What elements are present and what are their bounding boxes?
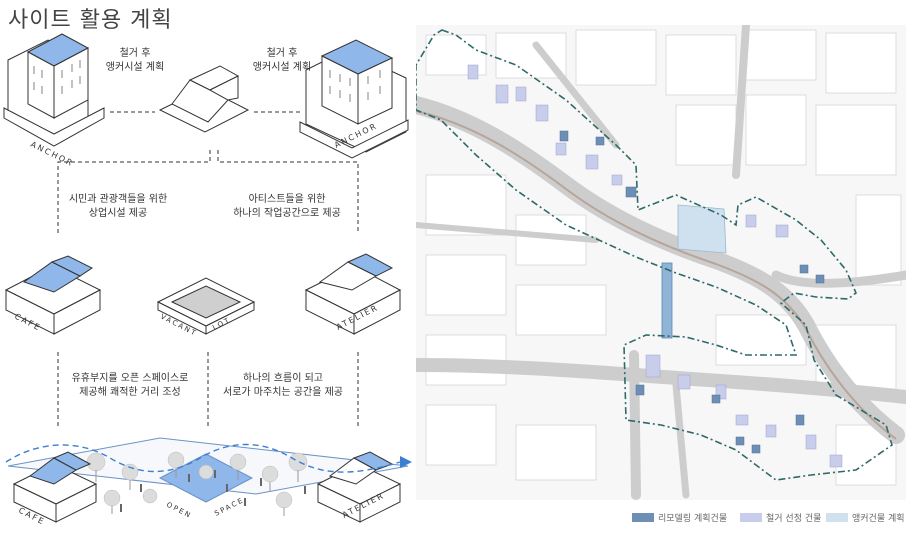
legend-remodel-label: 리모델링 계획건물 bbox=[658, 513, 728, 524]
site-map bbox=[416, 25, 906, 500]
demolish-note-right: 철거 후 앵커시설 계획 bbox=[247, 47, 317, 75]
anchor-plan-block bbox=[677, 204, 727, 254]
demolish-house bbox=[158, 65, 250, 133]
mid-note-left-line2: 상업시설 제공 bbox=[88, 208, 148, 219]
page-title: 사이트 활용 계획 bbox=[8, 8, 173, 33]
demolish-note-right-line1: 철거 후 bbox=[266, 48, 298, 59]
low-note-left-line2: 제공해 쾌적한 거리 조성 bbox=[79, 387, 181, 398]
site-use-diagram: ANCHOR ANCHOR bbox=[3, 33, 412, 527]
demolish-note-left-line2: 앵커시설 계획 bbox=[105, 62, 165, 73]
mid-note-left: 시민과 관광객들을 위한 상업시설 제공 bbox=[58, 193, 178, 221]
demolish-buildings bbox=[467, 64, 843, 468]
low-note-left-line1: 유휴부지를 오픈 스페이스로 bbox=[71, 373, 189, 384]
demolish-note-left: 철거 후 앵커시설 계획 bbox=[100, 47, 170, 75]
mid-note-right-line2: 하나의 작업공간으로 제공 bbox=[233, 208, 341, 219]
low-note-right-line2: 서로가 마주치는 공간을 제공 bbox=[223, 387, 343, 398]
rail-line bbox=[416, 110, 897, 440]
remodel-buildings bbox=[559, 130, 825, 454]
demolish-note-left-line1: 철거 후 bbox=[119, 48, 151, 59]
atelier-building bbox=[304, 253, 402, 335]
legend-anchor: 앵커건물 계획 bbox=[826, 509, 905, 525]
roads bbox=[416, 25, 906, 500]
cafe-building bbox=[4, 255, 102, 335]
legend-demolish-swatch bbox=[740, 512, 762, 522]
legend-anchor-swatch bbox=[826, 512, 848, 522]
vacant-lot bbox=[156, 277, 256, 335]
low-note-left: 유휴부지를 오픈 스페이스로 제공해 쾌적한 거리 조성 bbox=[62, 372, 198, 400]
mid-note-right-line1: 아티스트들을 위한 bbox=[248, 194, 326, 205]
site-boundary bbox=[416, 29, 893, 481]
anchor-building-right bbox=[299, 39, 409, 159]
connector-strip bbox=[661, 262, 673, 339]
mid-note-right: 아티스트들을 위한 하나의 작업공간으로 제공 bbox=[222, 193, 352, 221]
street-scene bbox=[5, 437, 412, 523]
legend-demolish-label: 철거 선정 건물 bbox=[766, 513, 822, 524]
demolish-note-right-line2: 앵커시설 계획 bbox=[252, 62, 312, 73]
legend-remodel-swatch bbox=[632, 512, 654, 522]
anchor-building-left bbox=[3, 33, 105, 147]
low-note-right: 하나의 흐름이 되고 서로가 마주치는 공간을 제공 bbox=[212, 372, 354, 400]
open-label: OPEN bbox=[165, 501, 193, 521]
low-note-right-line1: 하나의 흐름이 되고 bbox=[243, 373, 323, 384]
connector-lines bbox=[57, 111, 359, 428]
mid-note-left-line1: 시민과 관광객들을 위한 bbox=[68, 194, 168, 205]
legend-demolish: 철거 선정 건물 bbox=[740, 509, 821, 525]
legend-remodel: 리모델링 계획건물 bbox=[632, 509, 727, 525]
space-label: SPACE bbox=[213, 496, 245, 518]
legend-anchor-label: 앵커건물 계획 bbox=[852, 513, 905, 524]
